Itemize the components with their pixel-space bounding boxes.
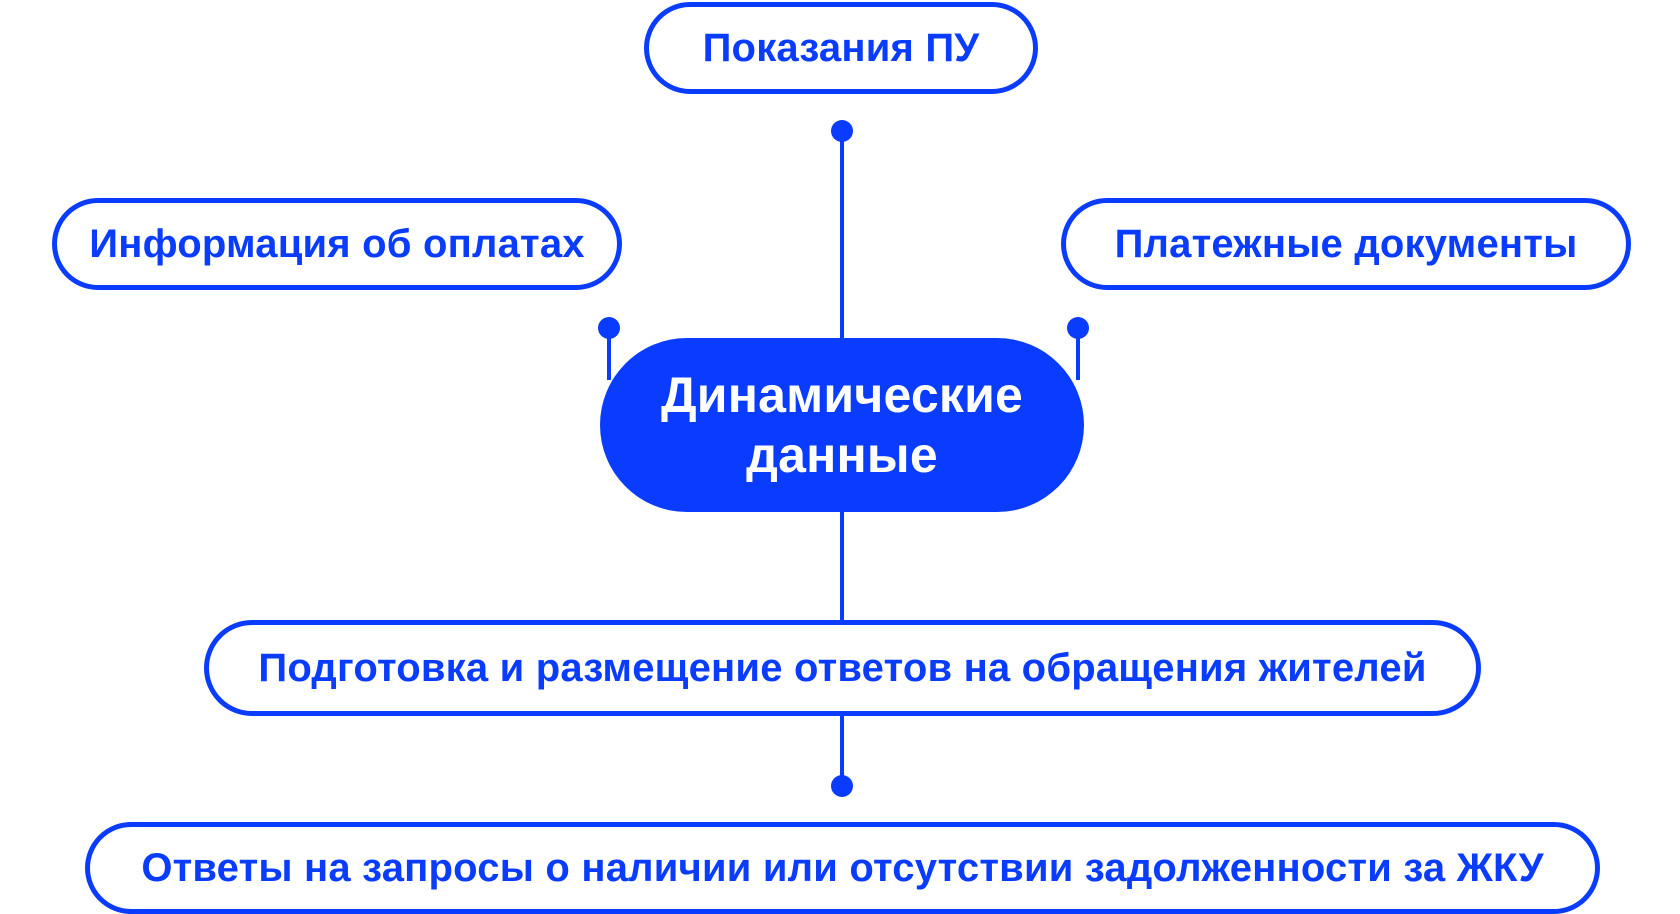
- node-debt-inquiries: Ответы на запросы о наличии или отсутств…: [85, 822, 1600, 914]
- connector-dot-left: [598, 317, 620, 339]
- connector-dot-right: [1067, 317, 1089, 339]
- connector-dot-bottom: [831, 775, 853, 797]
- node-resident-responses: Подготовка и размещение ответов на обращ…: [204, 620, 1481, 716]
- connector-dot-top: [831, 120, 853, 142]
- node-payment-info: Информация об оплатах: [52, 198, 622, 290]
- node-dynamic-data: Динамические данные: [600, 338, 1084, 512]
- node-payment-documents: Платежные документы: [1061, 198, 1631, 290]
- node-meter-readings: Показания ПУ: [644, 2, 1038, 94]
